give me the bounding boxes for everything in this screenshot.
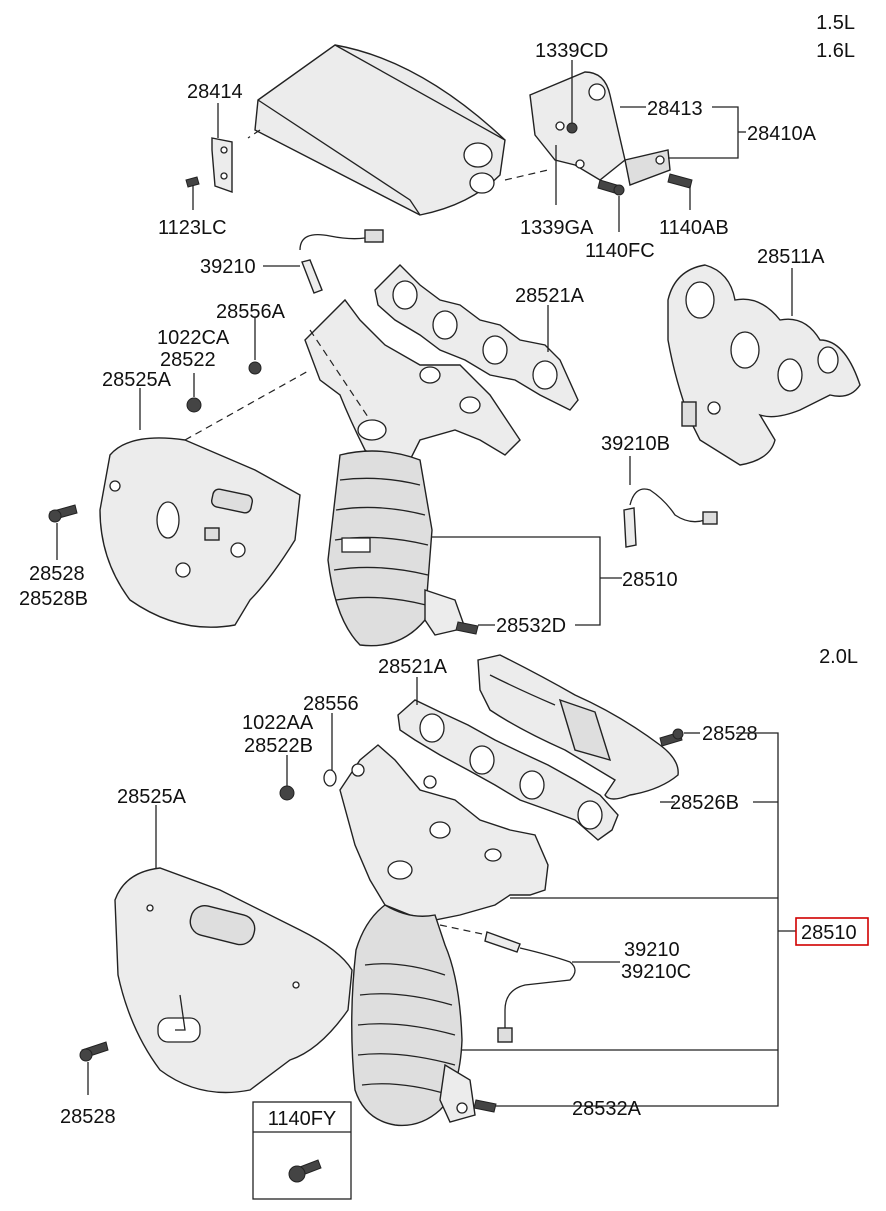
upper-heat-protector [247, 44, 549, 216]
engine-label-1-5l: 1.5L [816, 12, 855, 34]
label-28414: 28414 [187, 81, 243, 103]
label-1140fy: 1140FY [268, 1108, 337, 1130]
label-28413: 28413 [647, 98, 703, 120]
label-28510-top: 28510 [622, 569, 678, 591]
inset-box-1140fy [252, 1101, 352, 1200]
label-28532a: 28532A [572, 1098, 642, 1120]
label-1022aa: 1022AA [242, 712, 314, 734]
highlight-box-28510 [795, 917, 869, 946]
engine-label-1-6l: 1.6L [816, 40, 855, 62]
label-28532d: 28532D [496, 615, 566, 637]
label-39210-top: 39210 [200, 256, 256, 278]
label-28410a: 28410A [747, 123, 817, 145]
heat-shield-28526b [477, 654, 679, 800]
bolt-28532a [473, 1099, 497, 1113]
label-28522b: 28522B [244, 735, 313, 757]
nut-1022aa [279, 785, 295, 801]
label-39210-bottom: 39210 [624, 939, 680, 961]
bolt-1123lc [185, 176, 200, 210]
label-1022ca: 1022CA [157, 327, 230, 349]
label-39210c: 39210C [621, 961, 691, 983]
label-28528-top: 28528 [29, 563, 85, 585]
label-28525a-top: 28525A [102, 369, 172, 391]
label-1339cd: 1339CD [535, 40, 608, 62]
bolt-1140ab [667, 173, 693, 189]
bracket-28410a-plate [624, 149, 671, 186]
label-28510-bottom: 28510 [801, 922, 857, 944]
label-28521a-top: 28521A [515, 285, 585, 307]
label-1140fc: 1140FC [585, 240, 655, 262]
catalytic-converter-28510-bottom [351, 904, 476, 1127]
bracket-28414 [211, 137, 233, 193]
oxygen-sensor-39210-bottom [484, 931, 576, 1043]
label-28528b: 28528B [19, 588, 88, 610]
label-1339ga: 1339GA [520, 217, 594, 239]
label-1140ab: 1140AB [659, 217, 729, 239]
label-28521a-bottom: 28521A [378, 656, 448, 678]
label-39210b: 39210B [601, 433, 670, 455]
label-28511a: 28511A [757, 246, 825, 268]
catalytic-converter-28510-top [327, 450, 466, 647]
oxygen-sensor-39210-top [299, 229, 384, 294]
gasket-28556a [248, 361, 262, 375]
gasket-28556 [323, 769, 337, 787]
nut-1339cd [566, 122, 578, 134]
nut-1022ca [186, 397, 202, 413]
gasket-28521a-top [374, 264, 579, 411]
bolt-1140fc [597, 179, 625, 196]
label-28556: 28556 [303, 693, 359, 715]
bolt-28528-left [79, 1041, 109, 1062]
bolt-28528-top [48, 504, 78, 523]
bolt-28532d [455, 621, 479, 635]
gasket-28521a-bottom [397, 699, 619, 841]
bolt-28528-right [659, 728, 684, 747]
label-1123lc: 1123LC [158, 217, 227, 239]
label-28528-left: 28528 [60, 1106, 116, 1128]
label-28522-top: 28522 [160, 349, 216, 371]
exhaust-manifold-28510-top [304, 298, 521, 466]
label-28556a: 28556A [216, 301, 286, 323]
heat-protector-28525a-bottom [114, 867, 353, 1094]
manifold-28511a [667, 264, 861, 466]
label-28525a-bottom: 28525A [117, 786, 187, 808]
engine-label-2-0l: 2.0L [819, 646, 858, 668]
oxygen-sensor-39210b [623, 488, 718, 548]
bracket-28413 [529, 71, 626, 181]
bolt-1140fy-icon [288, 1159, 322, 1183]
label-28528-right: 28528 [702, 723, 758, 745]
exhaust-manifold-28510-bottom [339, 744, 549, 921]
heat-protector-28525a-top [99, 437, 301, 628]
label-28526b: 28526B [670, 792, 739, 814]
